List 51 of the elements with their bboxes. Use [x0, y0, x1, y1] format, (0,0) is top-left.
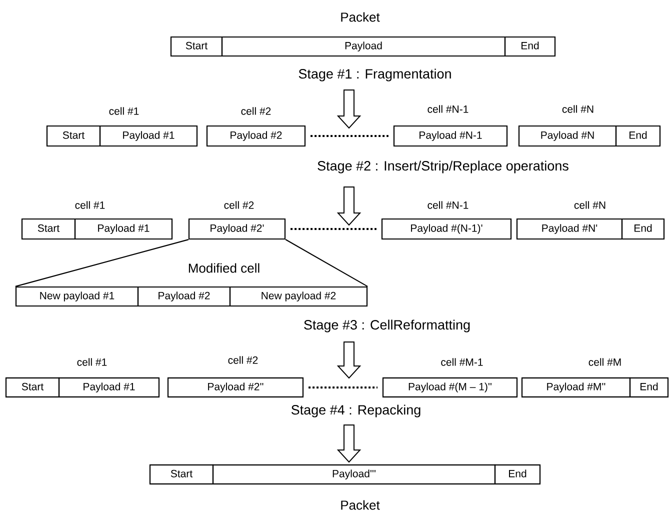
cell-label: cell #1	[75, 201, 105, 209]
cell-box: Payload #(M – 1)''	[382, 377, 518, 398]
dotted-line	[310, 135, 388, 137]
cell-box: Start	[149, 464, 214, 485]
cell-label: cell #2	[228, 356, 258, 364]
stage-label: Stage #1 : Fragmentation	[298, 68, 451, 82]
zoom-line	[285, 239, 368, 287]
cell-box: Start	[21, 218, 76, 240]
cell-box: Payload #M''	[521, 377, 631, 398]
cell-box: Payload #N-1	[393, 125, 508, 147]
cell-box: Payload #1	[58, 377, 160, 398]
stage-label: Stage #4 : Repacking	[291, 404, 420, 418]
cell-box: Payload #N	[518, 125, 617, 147]
cell-box: Payload #1	[74, 218, 173, 240]
cell-label: cell #2	[241, 107, 271, 115]
cell-box: End	[615, 125, 661, 147]
cell-label: cell #1	[109, 107, 139, 115]
cell-box: End	[494, 464, 541, 485]
cell-box: Payload #2'	[188, 218, 286, 240]
dotted-line	[308, 386, 378, 388]
cell-label: cell #M	[588, 358, 621, 366]
cell-label: cell #N-1	[428, 201, 468, 209]
cell-box: Payload #2	[206, 125, 306, 147]
cell-label: cell #2	[224, 201, 254, 209]
cell-box: New payload #1	[15, 286, 139, 307]
heading: Packet	[341, 12, 380, 22]
zoom-line	[15, 239, 189, 287]
dotted-line	[290, 228, 376, 230]
cell-box: End	[504, 36, 556, 57]
cell-box: New payload #2	[229, 286, 368, 307]
cell-label: cell #N	[562, 105, 594, 113]
heading: Modified cell	[188, 263, 260, 273]
cell-box: Payload #N'	[516, 218, 623, 240]
cell-box: Payload'''	[212, 464, 496, 485]
cell-box: Start	[46, 125, 101, 147]
cell-label: cell #1	[77, 358, 107, 366]
cell-box: End	[629, 377, 669, 398]
cell-box: Start	[5, 377, 60, 398]
heading: Packet	[341, 500, 380, 510]
cell-box: Payload	[221, 36, 506, 57]
cell-label: cell #N	[574, 201, 606, 209]
stage-label: Stage #3 : CellReformatting	[304, 320, 470, 332]
cell-label: cell #M-1	[441, 358, 483, 366]
cell-box: Payload #(N-1)'	[381, 218, 512, 240]
stage-label: Stage #2 : Insert/Strip/Replace operations	[318, 160, 568, 174]
cell-label: cell #N-1	[428, 105, 468, 113]
cell-box: End	[621, 218, 665, 240]
cell-box: Payload #2	[137, 286, 231, 307]
cell-box: Start	[170, 36, 223, 57]
cell-box: Payload #2''	[167, 377, 304, 398]
cell-box: Payload #1	[99, 125, 198, 147]
